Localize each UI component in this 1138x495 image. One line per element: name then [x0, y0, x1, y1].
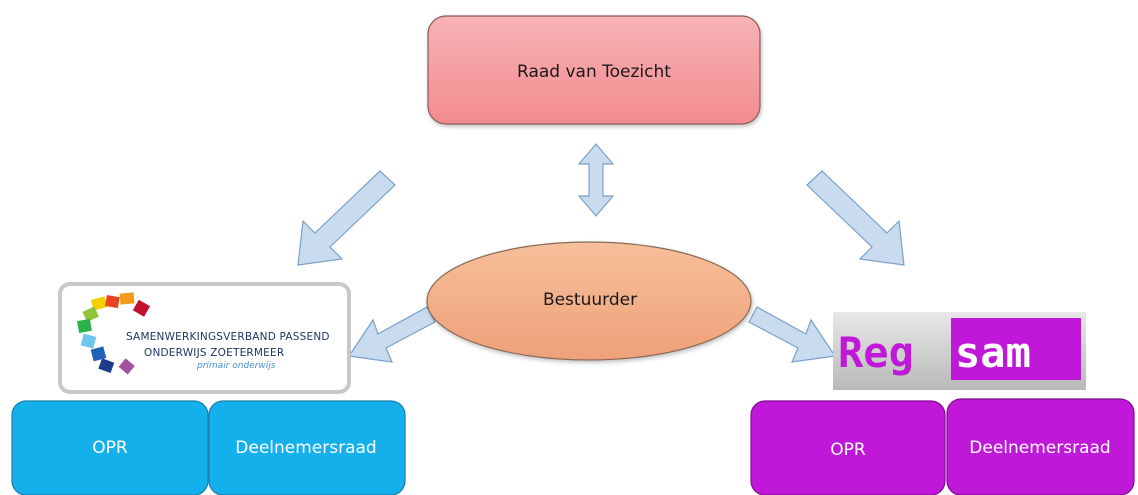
arrow-left-icon — [347, 306, 436, 363]
left-deelnemersraad-label: Deelnemersraad — [235, 438, 376, 458]
right-deelnemersraad-box: Deelnemersraad — [946, 398, 1135, 495]
samenwerkingsverband-logo: SAMENWERKINGSVERBAND PASSEND ONDERWIJS Z… — [58, 282, 351, 394]
raad-van-toezicht-node: Raad van Toezicht — [427, 15, 761, 125]
left-opr-label: OPR — [92, 438, 128, 458]
logo-line1: SAMENWERKINGSVERBAND PASSEND — [126, 331, 330, 343]
arrow-down-left-icon — [297, 170, 396, 266]
arrow-down-right-icon — [806, 170, 905, 266]
right-deelnemersraad-label: Deelnemersraad — [969, 438, 1110, 458]
right-opr-label: OPR — [830, 440, 866, 460]
left-opr-box: OPR — [11, 400, 209, 495]
left-deelnemersraad-box: Deelnemersraad — [208, 400, 406, 495]
regsam-logo-part2: sam — [955, 328, 1031, 377]
logo-line3: primair onderwijs — [196, 361, 276, 371]
logo-blocks-icon — [77, 292, 151, 375]
right-opr-box: OPR — [750, 400, 946, 495]
raad-van-toezicht-label: Raad van Toezicht — [517, 62, 671, 82]
regsam-logo-part1: Reg — [838, 328, 914, 377]
bestuurder-label: Bestuurder — [543, 290, 637, 310]
connector-arrows — [297, 143, 905, 363]
bestuurder-node: Bestuurder — [426, 241, 752, 361]
logo-line2: ONDERWIJS ZOETERMEER — [144, 347, 284, 359]
double-arrow-icon — [577, 143, 615, 217]
regsam-logo: Reg sam — [833, 312, 1086, 390]
arrow-right-icon — [748, 306, 837, 363]
